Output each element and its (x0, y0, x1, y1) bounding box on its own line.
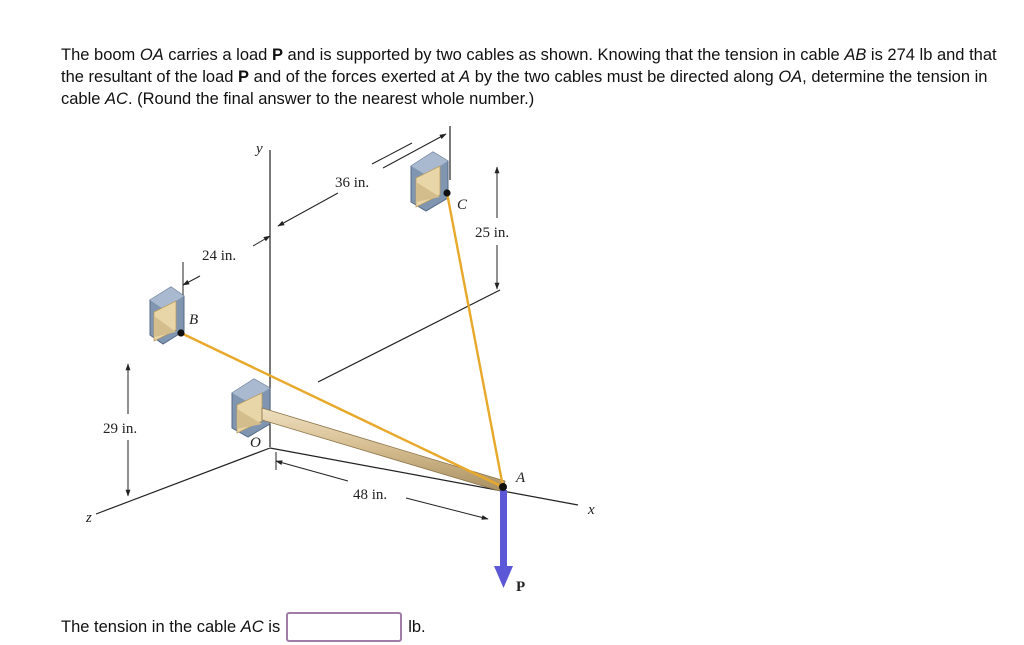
dim-24-line (182, 275, 201, 286)
dim-48-line-b (405, 497, 489, 520)
point-A-dot (499, 483, 507, 491)
dim-24-line-b (252, 235, 271, 247)
cables (180, 192, 505, 489)
support-C (410, 151, 449, 212)
boom-OA (261, 407, 506, 493)
z-axis-line (95, 447, 271, 515)
dim-36-ext (371, 142, 413, 165)
label-dim-25: 25 in. (475, 225, 509, 241)
label-dim-24: 24 in. (202, 248, 236, 264)
answer-prefix: The tension in the cable AC is (61, 617, 281, 636)
cable-AB (180, 331, 504, 489)
x-axis-line (269, 447, 579, 506)
back-plane-line-2 (317, 289, 501, 383)
label-point-A: A (515, 470, 526, 486)
point-B-dot (177, 329, 185, 337)
dim-36-line (277, 192, 339, 227)
dimensions (125, 133, 500, 520)
dim-36-line-b (382, 133, 447, 169)
dim-48-line (275, 460, 349, 482)
support-B (149, 286, 185, 345)
label-z-axis: z (85, 510, 92, 526)
label-point-O: O (250, 435, 261, 451)
tension-ac-input[interactable] (286, 612, 403, 642)
label-dim-48: 48 in. (353, 487, 387, 503)
label-load-P: P (516, 579, 525, 595)
label-dim-29: 29 in. (103, 421, 137, 437)
label-x-axis: x (587, 502, 595, 518)
cable-AC (445, 192, 505, 488)
load-P-arrow (494, 490, 513, 588)
label-y-axis: y (254, 141, 263, 157)
label-point-C: C (457, 197, 468, 213)
label-dim-36: 36 in. (335, 175, 369, 191)
label-point-B: B (189, 312, 198, 328)
point-C-dot (443, 189, 451, 197)
support-O (231, 378, 271, 438)
answer-row: The tension in the cable AC is lb. (61, 611, 426, 643)
problem-statement: The boom OA carries a load P and is supp… (61, 46, 997, 108)
answer-unit: lb. (408, 617, 426, 636)
points (177, 189, 507, 491)
